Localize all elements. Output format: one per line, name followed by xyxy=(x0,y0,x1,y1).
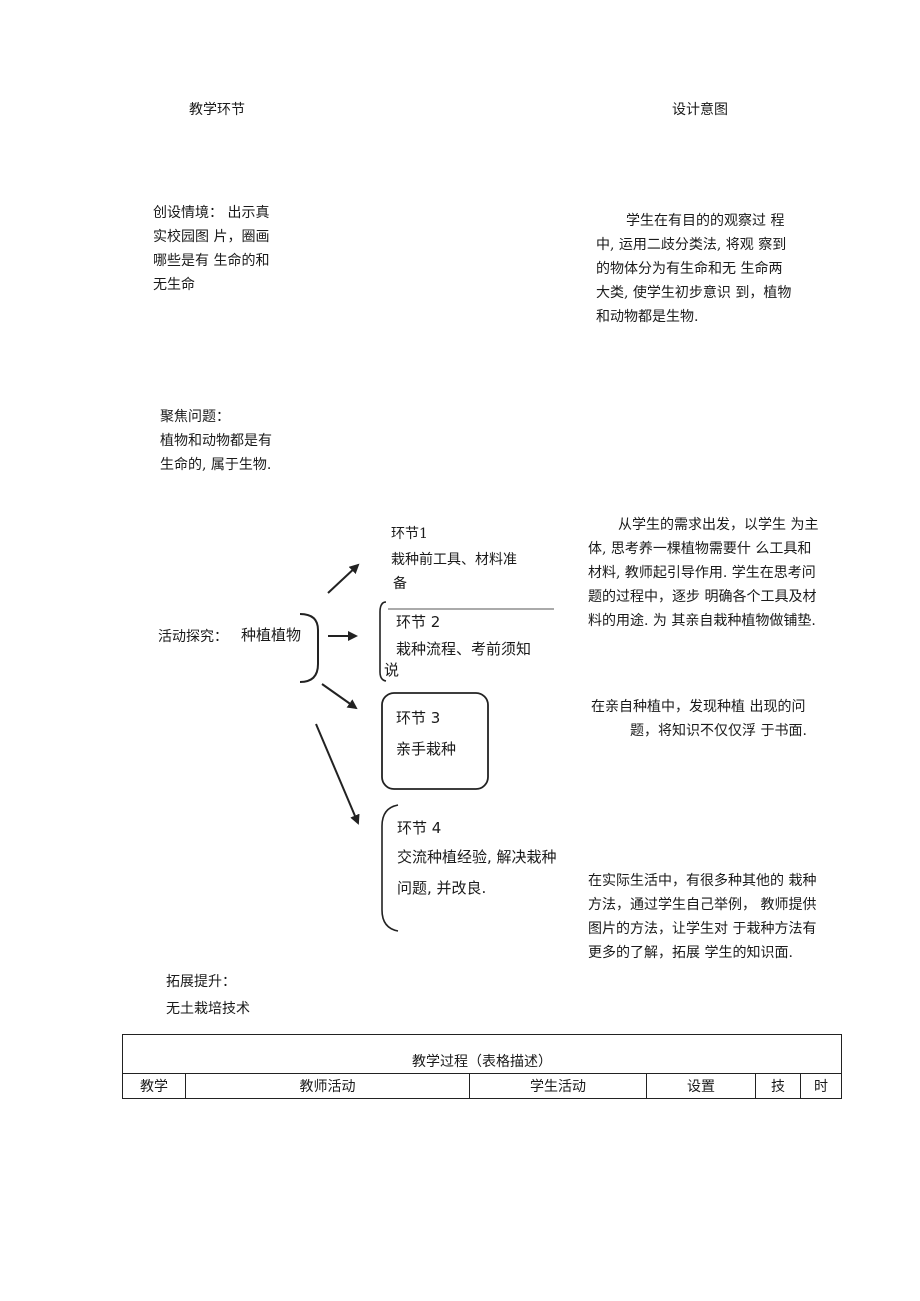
focus-question-text: 聚焦问题： 植物和动物都是有 生命的, 属于生物. xyxy=(160,405,272,477)
step3-box xyxy=(381,692,489,790)
step2-line: 栽种流程、考前须知 xyxy=(396,640,532,658)
step3-title: 环节 3 xyxy=(396,709,441,727)
table-title-row: 教学过程（表格描述） xyxy=(122,1034,842,1074)
focus-line: 聚焦问题： xyxy=(160,409,230,425)
header-cell: 教师活动 xyxy=(185,1073,470,1099)
intent-line: 在亲自种植中，发现种植 出现的问 xyxy=(591,699,806,715)
extension-heading: 拓展提升： xyxy=(166,974,236,990)
focus-line: 生命的, 属于生物. xyxy=(160,457,272,473)
situation-line: 无生命 xyxy=(153,277,195,293)
step4-line: 问题, 并改良. xyxy=(397,879,487,897)
intent-1-text: 学生在有目的的观察过 程 中, 运用二歧分类法, 将观 察到 的物体分为有生命和… xyxy=(596,209,791,329)
step1-title: 环节1 xyxy=(391,526,428,542)
table-header-row: 教学 教师活动 学生活动 设置 技 时 xyxy=(122,1073,842,1099)
step3-line: 亲手栽种 xyxy=(396,740,457,758)
step1-block: 环节1 栽种前工具、材料准 备 xyxy=(391,522,517,596)
step4-bracket xyxy=(381,804,399,932)
intent-4-text: 在实际生活中，有很多种其他的 栽种 方法，通过学生自己举例， 教师提供 图片的方… xyxy=(588,869,816,965)
step2-block: 环节 2 栽种流程、考前须知 说 xyxy=(384,609,531,684)
intent-line: 方法，通过学生自己举例， 教师提供 xyxy=(588,897,817,913)
intent-line: 中, 运用二歧分类法, 将观 察到 xyxy=(596,237,787,253)
activity-label: 活动探究： xyxy=(158,629,228,645)
table-title: 教学过程（表格描述） xyxy=(122,1034,842,1074)
step4-title: 环节 4 xyxy=(397,819,442,837)
step2-line: 说 xyxy=(384,661,400,679)
arrow-to-step1 xyxy=(327,563,360,594)
situation-line: 实校园图 片，圈画 xyxy=(153,229,270,245)
intent-line: 图片的方法，让学生对 于栽种方法有 xyxy=(588,921,817,937)
situation-line: 哪些是有 生命的和 xyxy=(153,253,270,269)
intent-2-text: 从学生的需求出发，以学生 为主 体, 思考养一棵植物需要什 么工具和 材料, 教… xyxy=(588,513,818,633)
intent-line: 从学生的需求出发，以学生 为主 xyxy=(618,517,819,533)
intent-line: 在实际生活中，有很多种其他的 栽种 xyxy=(588,873,817,889)
intent-line: 体, 思考养一棵植物需要什 么工具和 xyxy=(588,541,812,557)
step2-title: 环节 2 xyxy=(396,613,441,631)
intent-line: 材料, 教师起引导作用. 学生在思考问 xyxy=(588,565,816,581)
intent-line: 学生在有目的的观察过 程 xyxy=(626,213,785,229)
step4-block: 环节 4 交流种植经验, 解决栽种 问题, 并改良. xyxy=(397,815,557,902)
header-cell: 教学 xyxy=(122,1073,186,1099)
focus-line: 植物和动物都是有 xyxy=(160,433,272,449)
teaching-process-table: 教学过程（表格描述） 教学 教师活动 学生活动 设置 技 时 xyxy=(122,1034,842,1099)
header-design-intent: 设计意图 xyxy=(672,102,728,118)
header-cell: 学生活动 xyxy=(469,1073,647,1099)
step3-block: 环节 3 亲手栽种 xyxy=(396,705,456,763)
header-cell: 技 xyxy=(755,1073,801,1099)
situation-text: 创设情境： 出示真 实校园图 片，圈画 哪些是有 生命的和 无生命 xyxy=(153,201,269,297)
center-brace xyxy=(299,613,319,683)
intent-line: 题的过程中，逐步 明确各个工具及材 xyxy=(588,589,817,605)
step4-line: 交流种植经验, 解决栽种 xyxy=(397,848,557,866)
intent-line: 大类, 使学生初步意识 到，植物 xyxy=(596,285,792,301)
header-teaching-section: 教学环节 xyxy=(189,102,245,118)
situation-line: 创设情境： 出示真 xyxy=(153,205,270,221)
intent-line: 更多的了解，拓展 学生的知识面. xyxy=(588,945,793,961)
step2-bracket xyxy=(379,601,387,682)
step1-line: 栽种前工具、材料准 xyxy=(391,552,517,568)
step1-line: 备 xyxy=(393,576,407,592)
arrow-to-step3 xyxy=(321,683,358,710)
intent-line: 的物体分为有生命和无 生命两 xyxy=(596,261,783,277)
header-cell: 时 xyxy=(800,1073,842,1099)
intent-line: 和动物都是生物. xyxy=(596,309,699,325)
intent-3-text: 在亲自种植中，发现种植 出现的问 题，将知识不仅仅浮 于书面. xyxy=(591,695,807,743)
center-label: 种植植物 xyxy=(241,626,302,644)
extension-topic: 无土栽培技术 xyxy=(166,1001,250,1017)
header-cell: 设置 xyxy=(646,1073,756,1099)
intent-line: 题，将知识不仅仅浮 于书面. xyxy=(630,723,807,739)
intent-line: 料的用途. 为 其亲自栽种植物做铺垫. xyxy=(588,613,816,629)
arrow-to-step4 xyxy=(315,723,360,825)
